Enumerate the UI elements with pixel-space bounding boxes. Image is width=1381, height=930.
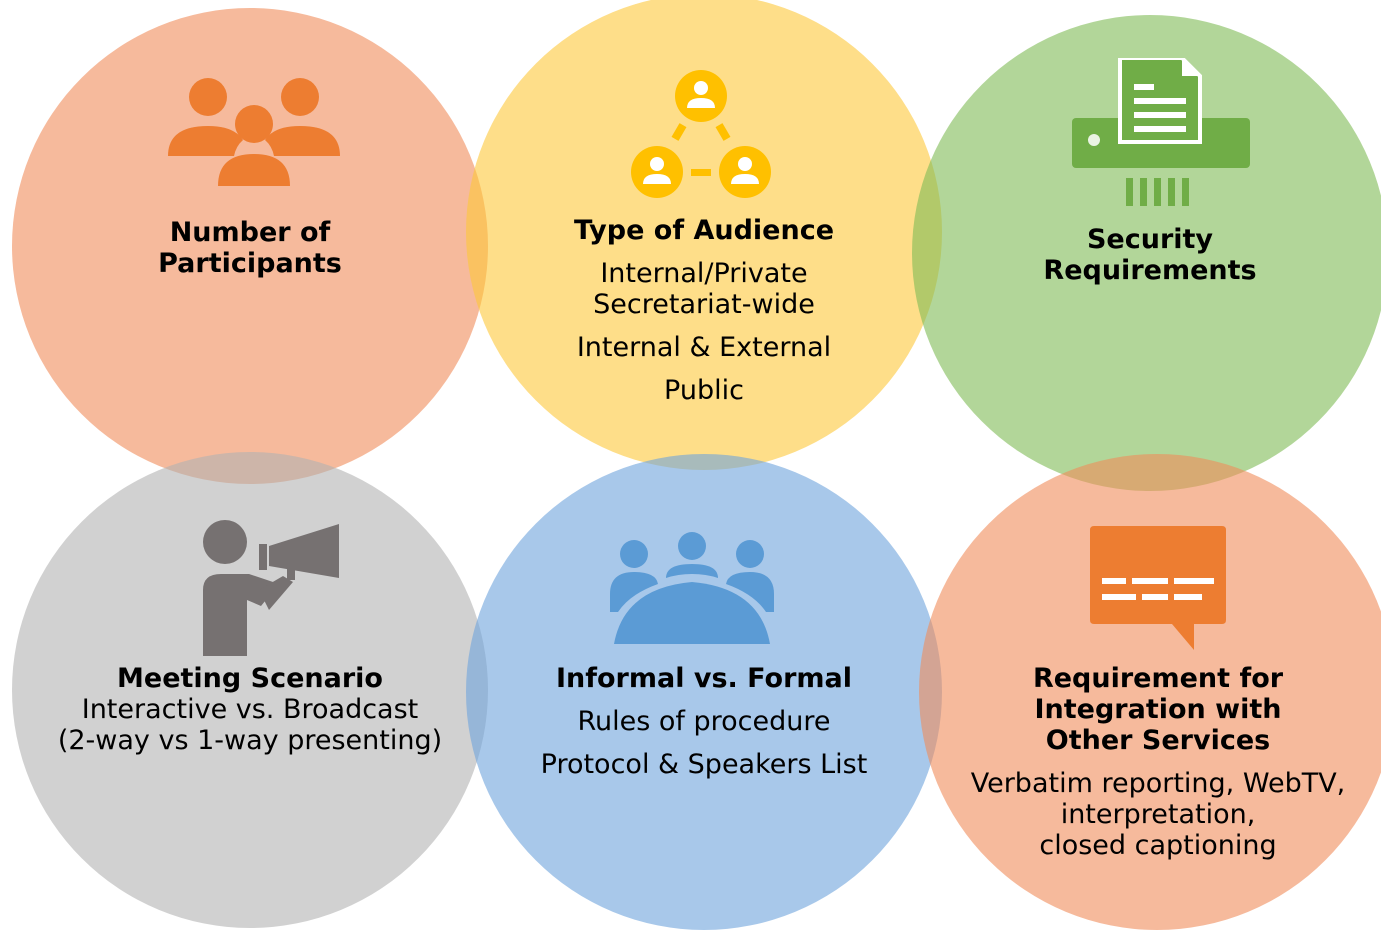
security-title-line2: Requirements [1043,255,1257,286]
formality-title: Informal vs. Formal [555,663,853,694]
audience-title: Type of Audience [573,215,835,246]
scenario-line-1: Interactive vs. Broadcast [81,694,419,725]
integration-title-line3: Other Services [1045,725,1271,756]
audience-item-public: Public [664,375,744,406]
integration-line-3: closed captioning [1039,830,1277,861]
audience-item-internal-private: Internal/Private [600,258,808,289]
scenario-title: Meeting Scenario [117,663,383,694]
participants-title-line1: Number of [169,217,331,248]
participants-circle [12,8,488,484]
integration-line-1: Verbatim reporting, WebTV, [970,768,1346,799]
integration-text: Requirement for Integration with Other S… [940,663,1376,861]
formality-text: Informal vs. Formal Rules of procedure P… [504,663,904,780]
integration-title-line2: Integration with [1034,694,1282,725]
formality-line-2: Protocol & Speakers List [540,749,868,780]
integration-line-2: interpretation, [1060,799,1256,830]
scenario-line-2: (2-way vs 1-way presenting) [57,725,443,756]
audience-item-secretariat-wide: Secretariat-wide [593,289,815,320]
chat-caption-icon [1090,526,1226,650]
formality-line-1: Rules of procedure [577,706,831,737]
formality-circle [466,454,942,930]
integration-title-line1: Requirement for [1032,663,1284,694]
scenario-text: Meeting Scenario Interactive vs. Broadca… [20,663,480,756]
security-text: Security Requirements [1000,224,1300,286]
participants-title-line2: Participants [158,248,342,279]
participants-text: Number of Participants [100,217,400,279]
audience-text: Type of Audience Internal/Private Secret… [504,215,904,406]
audience-item-internal-external: Internal & External [576,332,832,363]
megaphone-speaker-icon [203,520,339,656]
scenario-circle [12,452,488,928]
meeting-table-icon [610,532,774,644]
network-people-icon [631,70,771,198]
security-title-line1: Security [1086,224,1214,255]
group-people-icon [168,78,340,186]
paper-shredder-icon [1072,58,1250,206]
